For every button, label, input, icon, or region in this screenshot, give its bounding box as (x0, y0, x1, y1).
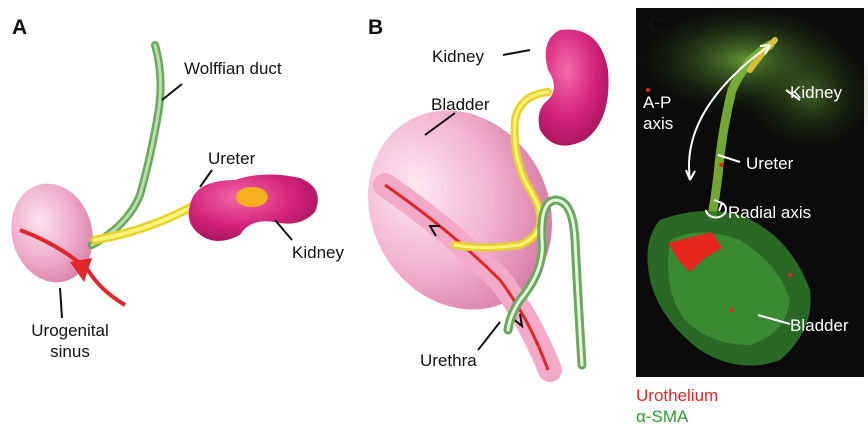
legend-sma: α-SMA (636, 406, 688, 427)
label-ureter-a: Ureter (208, 148, 255, 169)
wolffian-duct-shape (92, 45, 161, 245)
urogenital-sinus-shape (0, 174, 103, 291)
label-radial-axis: Radial axis (728, 202, 811, 223)
kidney-shape-b (539, 30, 609, 146)
legend-urothelium: Urothelium (636, 385, 718, 406)
label-urogenital-line1: Urogenital (20, 320, 120, 341)
label-wolffian-duct: Wolffian duct (184, 58, 282, 79)
label-kidney-c: Kidney (790, 82, 842, 103)
panel-letter-b: B (368, 16, 383, 40)
label-ap-axis: A-P axis (643, 92, 673, 134)
label-bladder-c: Bladder (790, 315, 849, 336)
label-urogenital-sinus: Urogenital sinus (20, 320, 120, 362)
label-ap-line1: A-P (643, 92, 673, 113)
kidney-shape-a (189, 174, 318, 241)
label-ureter-c: Ureter (746, 153, 793, 174)
label-ap-line2: axis (643, 113, 673, 134)
label-kidney-b: Kidney (432, 46, 484, 67)
label-urethra: Urethra (420, 350, 477, 371)
label-bladder-b: Bladder (431, 94, 490, 115)
label-urogenital-line2: sinus (20, 341, 120, 362)
panel-letter-c: C (648, 14, 663, 38)
label-kidney-a: Kidney (292, 242, 344, 263)
